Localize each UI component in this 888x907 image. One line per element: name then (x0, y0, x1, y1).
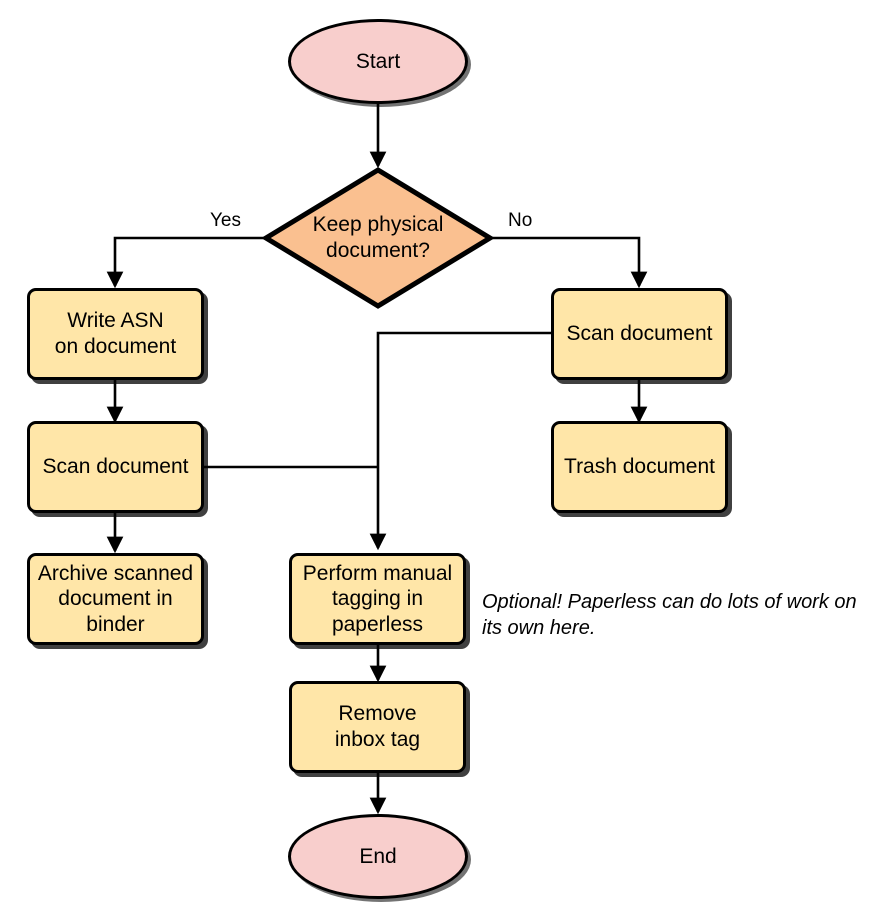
node-trash-document-label: Trash document (564, 455, 715, 479)
node-scan-document-right-label: Scan document (566, 322, 713, 346)
diamond-shape (261, 167, 495, 309)
node-end[interactable]: End (288, 814, 468, 899)
node-archive-scanned-document[interactable]: Archive scanned document in binder (27, 553, 204, 645)
node-trash-document[interactable]: Trash document (551, 421, 728, 513)
node-write-asn[interactable]: Write ASN on document (27, 288, 204, 380)
edge-label-yes: Yes (210, 210, 241, 231)
node-scan-document-left-label: Scan document (42, 455, 189, 479)
node-remove-inbox-tag-label: Remove inbox tag (334, 702, 421, 751)
node-write-asn-label: Write ASN on document (54, 309, 177, 358)
node-start-label: Start (355, 49, 401, 73)
node-perform-manual-tagging-label: Perform manual tagging in paperless (302, 561, 453, 636)
edge-label-no: No (508, 210, 533, 231)
node-keep-physical-document[interactable]: Keep physical document? (261, 166, 495, 310)
node-scan-document-left[interactable]: Scan document (27, 421, 204, 513)
edge-decision-yes (106, 236, 264, 289)
node-keep-physical-document-label: Keep physical document? (312, 213, 444, 262)
edge-decision-no (492, 236, 648, 289)
annotation-optional-note: Optional! Paperless can do lots of work … (482, 591, 857, 639)
node-start[interactable]: Start (288, 19, 468, 104)
node-perform-manual-tagging[interactable]: Perform manual tagging in paperless (289, 553, 466, 645)
node-scan-document-right[interactable]: Scan document (551, 288, 728, 380)
node-end-label: End (359, 844, 397, 868)
edge-scanright-to-manualtag (369, 331, 551, 551)
node-archive-scanned-document-label: Archive scanned document in binder (37, 561, 194, 636)
node-remove-inbox-tag[interactable]: Remove inbox tag (289, 681, 466, 773)
